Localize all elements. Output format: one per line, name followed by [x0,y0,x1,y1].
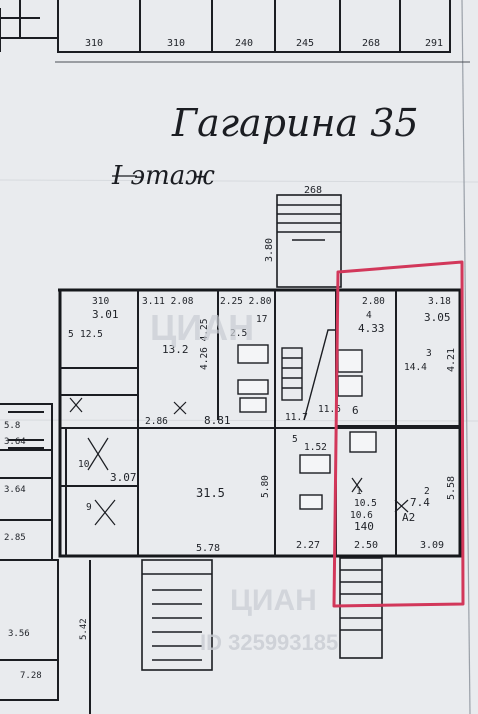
top-entrance-stair [276,194,342,288]
bottom-dim-3: 2.50 [354,540,378,551]
room-r4-dims: 2.80 [362,296,385,307]
left-label-1: 5.8 [4,421,20,431]
top-dim-4: 245 [296,38,314,49]
left-label-2: 3.64 [4,437,26,447]
bottom-dimensions: 5.78 2.27 2.50 3.09 [196,540,444,554]
bottom-dim-4: 3.09 [420,540,444,551]
bathroom-fixtures [237,344,377,510]
room-r5-dims: 3.18 [428,296,451,307]
side-dim-right-2: 4.21 [446,348,457,372]
room-r1-num: 5 [68,329,74,340]
room-r17-area: A2 [402,511,415,524]
bottom-entrance-stair-right [339,557,383,659]
column-marks [69,397,409,526]
room-r1-dims: 310 [92,296,109,307]
room-r2-area: 13.2 [162,343,189,356]
room-r14-area: 7.4 [410,496,430,509]
left-label-4: 2.85 [4,533,26,543]
room-r9-num: 6 [352,404,359,417]
room-r12-area: 1.52 [304,442,327,453]
room-r13-area: 10.5 [354,498,377,509]
watermark-logo-top: ЦИАН [150,307,254,348]
left-label-3: 3.64 [4,485,26,495]
room-r11-area: 31.5 [196,486,225,500]
side-dim-right-1: 5.58 [446,476,457,500]
room-r1-extra: 12.5 [80,329,103,340]
plan-title: Гагарина 35 [171,101,419,145]
bottom-entrance-stair-main [141,559,213,671]
room-r5-extra: 14.4 [404,362,427,373]
room-r5-area: 3.05 [424,311,451,324]
room-r13-extra: 10.6 [350,510,373,521]
top-dim-5: 268 [362,38,380,49]
room-r5-num: 3 [426,348,432,359]
inner-stair [281,329,336,421]
room-r7-area: 11.7 [285,412,308,423]
room-labels: 310 3.01 5 12.5 3.11 2.08 13.2 4.26 4.25… [68,296,451,533]
room-r3-dims: 2.25 2.80 [220,296,272,307]
top-dim-1: 310 [85,38,103,49]
stair-dim-top: 268 [304,185,322,196]
room-r2-dims: 3.11 2.08 [142,296,194,307]
room-r8-area: 11.6 [318,404,341,415]
watermark: ЦИАН ID 325993185 ЦИАН [150,307,338,655]
room-r6-extra: 2.86 [145,416,168,427]
left-labels: 5.8 3.64 3.64 2.85 5.42 3.56 7.28 [4,421,89,681]
room-r15-num: 9 [86,502,92,513]
room-r16-area: 140 [354,520,374,533]
left-adjoining-building [0,403,91,714]
room-r14-num: 2 [424,486,430,497]
left-label-7: 7.28 [20,671,42,681]
room-r12-num: 5 [292,434,298,445]
room-r2-extra: 4.26 4.25 [199,319,210,370]
stair-dim-side: 3.80 [264,238,275,262]
top-dim-3: 240 [235,38,253,49]
room-r13-num: 1 [356,486,362,497]
watermark-logo-bottom: ЦИАН [230,584,317,617]
room-r6-area: 8.81 [204,414,231,427]
room-r1-area: 3.01 [92,308,119,321]
main-building-outline [58,288,462,558]
watermark-id: ID 325993185 [200,630,338,655]
room-r11-extra: 5.80 [260,475,271,498]
room-r3-extra: 2.5 [230,328,247,339]
bottom-dim-1: 5.78 [196,543,220,554]
top-building-fragment [0,0,451,53]
top-dim-2: 310 [167,38,185,49]
room-r10-area: 3.07 [110,471,137,484]
room-r4-area: 4.33 [358,322,385,335]
room-r10-num: 10 [78,459,90,470]
highlight-outline [332,260,465,608]
top-dim-6: 291 [425,38,443,49]
page-fold-line [461,0,471,714]
interior-walls [60,290,460,556]
left-label-5: 5.42 [79,618,89,640]
room-r3-area: 17 [256,314,267,325]
room-r4-num: 4 [366,310,372,321]
bottom-dim-2: 2.27 [296,540,320,551]
left-label-6: 3.56 [8,629,30,639]
